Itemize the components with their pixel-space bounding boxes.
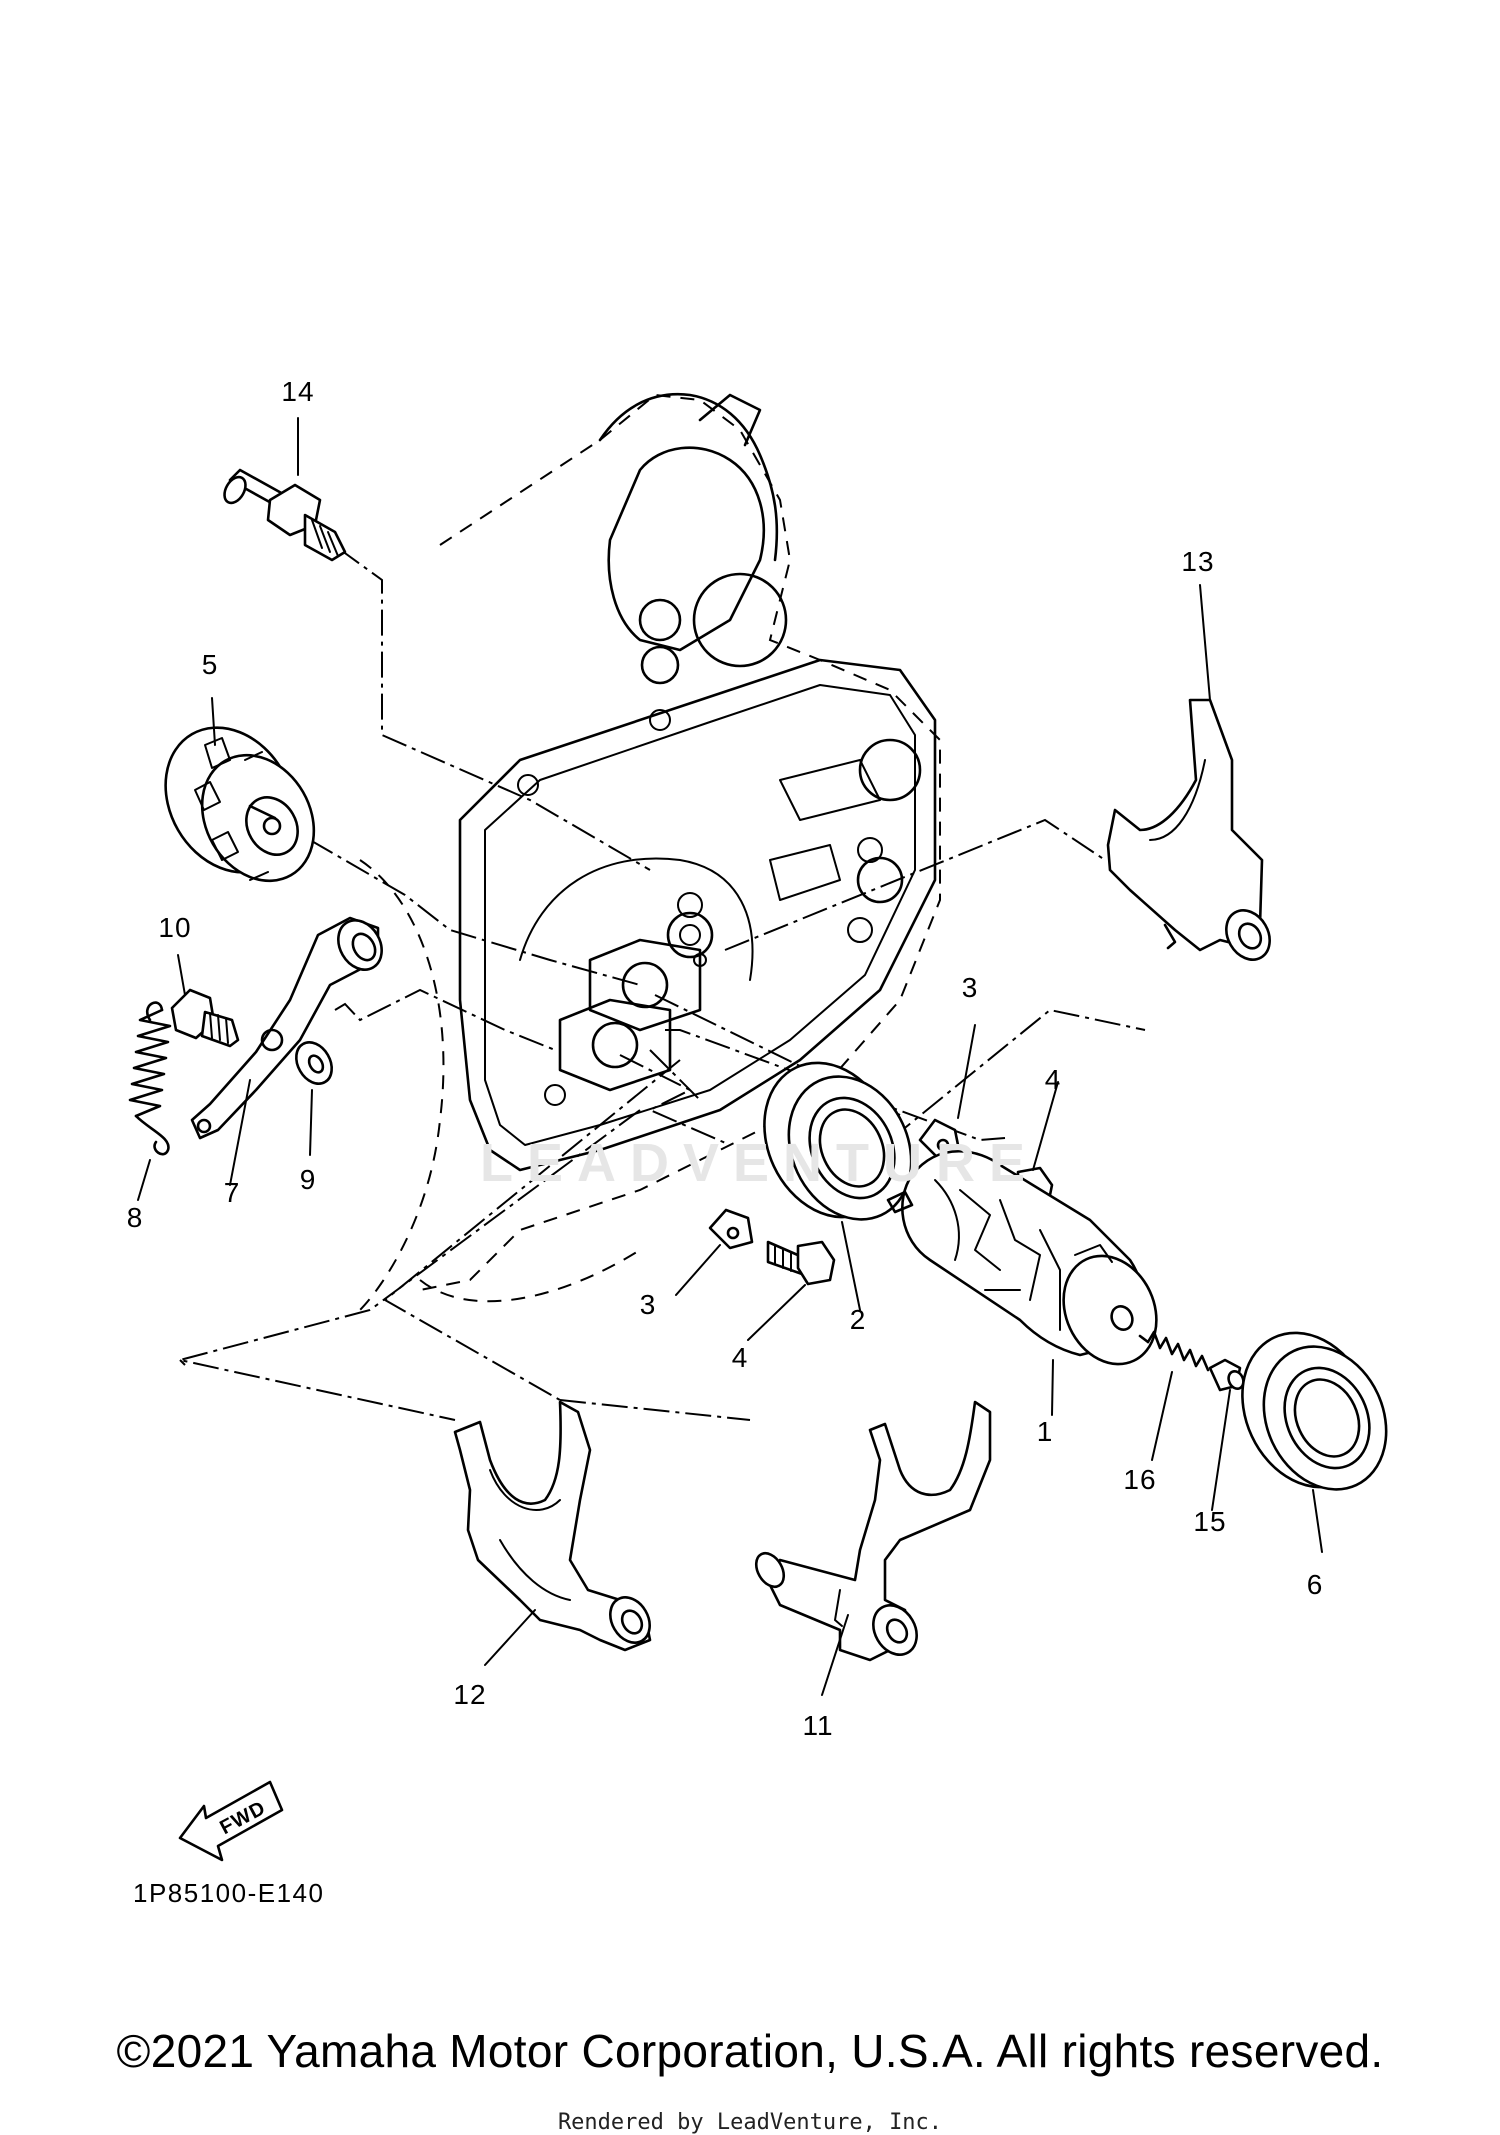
part-6-bearing [1241, 1331, 1388, 1491]
part-12-shift-fork [453, 1400, 652, 1652]
callout-9[interactable]: 9 [299, 1164, 317, 1195]
crankcase-outline [359, 392, 941, 1311]
callout-15[interactable]: 15 [1193, 1506, 1227, 1537]
rendered-by-notice: Rendered by LeadVenture, Inc. [557, 2110, 943, 2135]
callout-4-upper[interactable]: 4 [1044, 1064, 1062, 1095]
diagram-code: 1P85100-E140 [133, 1878, 325, 1908]
callout-4-lower[interactable]: 4 [731, 1342, 749, 1373]
part-13-shift-fork [1106, 698, 1271, 961]
part-16-spring [1138, 1330, 1210, 1372]
callout-10[interactable]: 10 [158, 912, 192, 943]
callout-11[interactable]: 11 [802, 1710, 834, 1741]
part-7-lever [190, 916, 383, 1140]
callout-3-lower[interactable]: 3 [639, 1289, 657, 1320]
part-4-screw-lower [766, 1240, 836, 1286]
callout-5[interactable]: 5 [201, 649, 219, 680]
callout-13[interactable]: 13 [1181, 546, 1215, 577]
part-3-plate-lower [708, 1208, 754, 1250]
part-11-shift-fork [754, 1400, 992, 1662]
part-14-bolt [223, 468, 347, 562]
fwd-arrow-icon [178, 1780, 284, 1862]
part-8-spring [128, 1001, 172, 1156]
part-2-bearing [763, 1061, 913, 1221]
callout-leaders [137, 417, 1323, 1696]
part-9-washer [295, 1041, 333, 1085]
callout-7[interactable]: 7 [223, 1177, 241, 1208]
callout-14[interactable]: 14 [281, 376, 315, 407]
callout-8[interactable]: 8 [126, 1202, 144, 1233]
part-1-shift-drum [886, 1150, 1158, 1366]
leader-lines [179, 547, 1146, 1421]
part-15-pin [1208, 1358, 1245, 1392]
callout-12[interactable]: 12 [453, 1679, 487, 1710]
callout-16[interactable]: 16 [1123, 1464, 1157, 1495]
callout-6[interactable]: 6 [1306, 1569, 1324, 1600]
callout-3-upper[interactable]: 3 [961, 972, 979, 1003]
part-3-plate-upper [918, 1118, 962, 1162]
copyright-notice: ©2021 Yamaha Motor Corporation, U.S.A. A… [116, 2025, 1384, 2077]
part-5-segment [164, 726, 316, 883]
callout-2[interactable]: 2 [849, 1304, 867, 1335]
part-10-bolt [170, 988, 240, 1048]
watermark: LEADVENTURE [480, 1133, 1040, 1193]
callout-1[interactable]: 1 [1036, 1416, 1054, 1447]
